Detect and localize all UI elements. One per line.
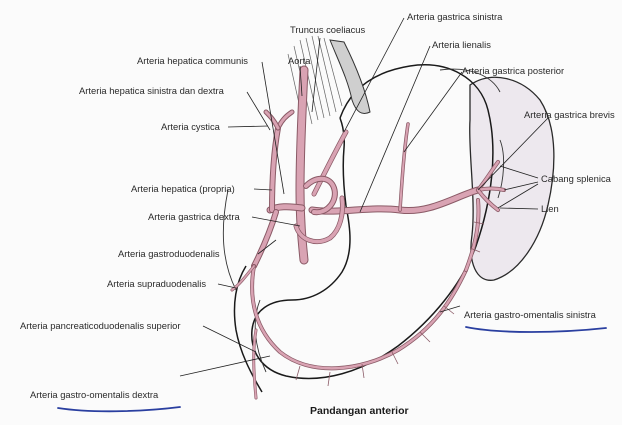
- label-arteria-lienalis: Arteria lienalis: [432, 39, 491, 50]
- label-arteria-gastrica-posterior: Arteria gastrica posterior: [462, 65, 564, 76]
- label-cabang-splenica: Cabang splenica: [541, 173, 612, 184]
- label-arteria-gastrica-brevis: Arteria gastrica brevis: [524, 109, 615, 120]
- label-lien: Lien: [541, 203, 559, 214]
- label-truncus-coeliacus: Truncus coeliacus: [290, 24, 366, 35]
- label-arteria-cystica: Arteria cystica: [161, 121, 221, 132]
- label-aorta: Aorta: [288, 55, 311, 66]
- label-arteria-pancreaticoduodenalis-superior: Arteria pancreaticoduodenalis superior: [20, 320, 181, 331]
- label-arteria-hepatica-communis: Arteria hepatica communis: [137, 55, 248, 66]
- label-arteria-gastrica-sinistra: Arteria gastrica sinistra: [407, 11, 503, 22]
- underline-gastro-omentalis-sinistra: [466, 327, 606, 332]
- arteries: [232, 70, 504, 398]
- label-arteria-hepatica-sinistra-dextra: Arteria hepatica sinistra dan dextra: [79, 85, 225, 96]
- label-arteria-hepatica-propria: Arteria hepatica (propria): [131, 183, 235, 194]
- liver-edge: [223, 190, 236, 290]
- label-arteria-gastrica-dextra: Arteria gastrica dextra: [148, 211, 240, 222]
- artery-twigs: [296, 222, 484, 386]
- label-arteria-gastroduodenalis: Arteria gastroduodenalis: [118, 248, 220, 259]
- esophagus: [330, 40, 370, 114]
- label-arteria-gastro-omentalis-sinistra: Arteria gastro-omentalis sinistra: [464, 309, 597, 320]
- label-arteria-supraduodenalis: Arteria supraduodenalis: [107, 278, 206, 289]
- label-arteria-gastro-omentalis-dextra: Arteria gastro-omentalis dextra: [30, 389, 159, 400]
- caption-pandangan-anterior: Pandangan anterior: [310, 405, 409, 417]
- underline-gastro-omentalis-dextra: [58, 407, 180, 411]
